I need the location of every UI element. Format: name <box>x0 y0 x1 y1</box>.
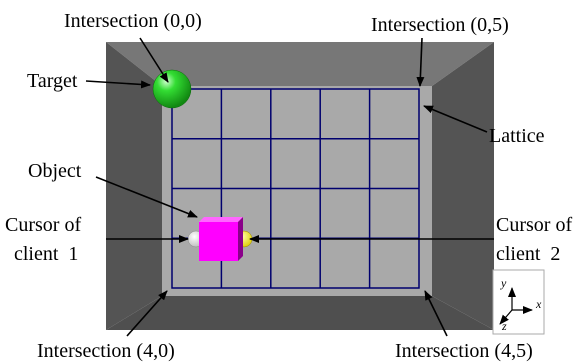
label-cursor-client-2-line-1: Cursor of <box>496 214 572 236</box>
cube-side-face <box>238 217 243 261</box>
arrow-intersection-05 <box>416 37 425 87</box>
arrow-lattice <box>423 105 488 133</box>
callout-arrows <box>85 37 494 337</box>
label-intersection-40: Intersection (4,0) <box>37 340 175 362</box>
object-cube <box>199 217 243 261</box>
axis-x-label: x <box>535 297 542 311</box>
arrow-intersection-00 <box>139 37 169 83</box>
label-lattice: Lattice <box>489 125 545 147</box>
cube-front-face <box>199 222 238 261</box>
room-right-wall <box>432 42 494 330</box>
label-intersection-05: Intersection (0,5) <box>371 14 509 36</box>
label-cursor-client-1-line-1: Cursor of <box>5 214 81 236</box>
target-sphere <box>152 69 192 109</box>
axis-z-line <box>499 309 513 325</box>
axis-indicator: x y z <box>492 269 545 335</box>
room-ceiling <box>106 42 494 86</box>
room <box>106 42 494 330</box>
arrow-object <box>95 176 198 218</box>
room-floor <box>106 296 494 330</box>
arrow-intersection-45 <box>424 290 448 337</box>
room-left-wall <box>106 42 162 330</box>
axis-y-label: y <box>500 276 507 290</box>
arrow-target <box>85 80 151 89</box>
label-intersection-45: Intersection (4,5) <box>395 340 533 362</box>
room-back-wall <box>162 86 432 296</box>
label-object: Object <box>28 160 82 182</box>
arrow-intersection-40 <box>126 290 168 337</box>
label-cursor-client-1-line-2: client 1 <box>14 243 78 265</box>
label-intersection-00: Intersection (0,0) <box>64 10 202 32</box>
axis-z-label: z <box>501 319 507 333</box>
cube-top-face <box>199 217 243 222</box>
label-target: Target <box>27 70 78 92</box>
label-cursor-client-2-line-2: client 2 <box>496 243 560 265</box>
